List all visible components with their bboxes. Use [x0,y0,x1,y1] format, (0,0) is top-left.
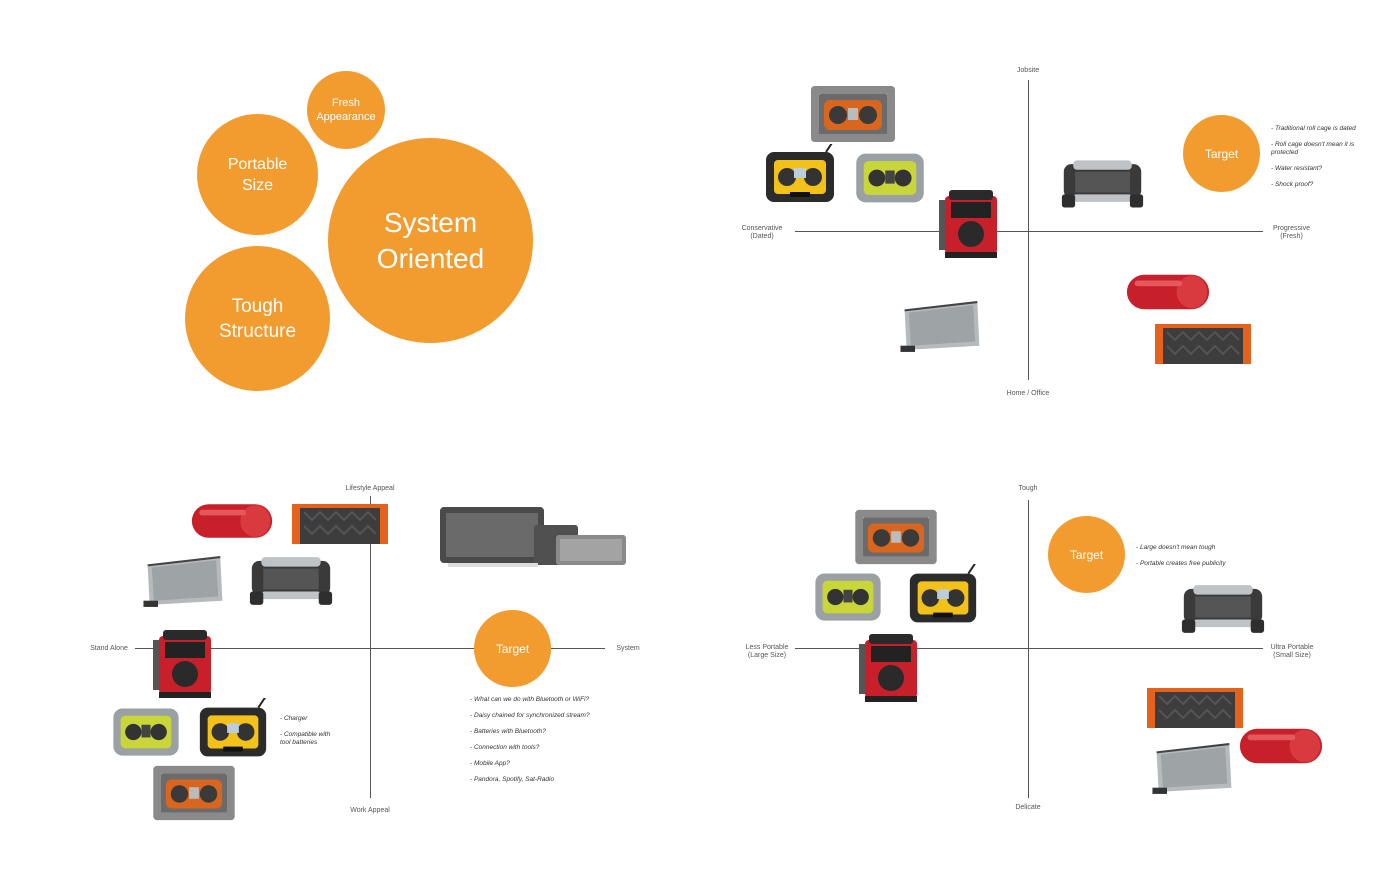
roll-cage-radio-icon [150,762,238,824]
soundlink-speaker-icon [1152,742,1236,796]
roll-cage-radio-icon [852,506,940,568]
note-item: - Daisy chained for synchronized stream? [470,712,590,719]
note-item: - Traditional roll cage is dated [1271,125,1356,132]
note-item: - What can we do with Bluetooth or WiFi? [470,696,590,703]
note-item: - Large doesn't mean tough [1136,544,1216,551]
ryobi-radio-icon [850,148,930,208]
bubble-portable-size: Portable Size [197,114,318,235]
sonos-system-icon [438,505,628,569]
target-notes: - Traditional roll cage is dated - Roll … [1271,125,1381,197]
horizontal-axis [795,648,1263,649]
pill-speaker-icon [190,500,274,542]
note-item: - Connection with tools? [470,744,540,751]
axis-label-bottom: Home / Office [1006,390,1050,397]
bubble-tough-structure: Tough Structure [185,246,330,391]
roll-cage-radio-icon [808,82,898,146]
vertical-axis [1028,500,1029,798]
target-notes: - Large doesn't mean tough - Portable cr… [1136,544,1256,576]
note-item: - Roll cage doesn't mean it is protected [1271,141,1355,156]
note-item: - Shock proof? [1271,181,1314,188]
vertical-axis [370,496,371,798]
axis-label-bottom: Work Appeal [350,807,390,814]
rugged-speaker-icon [1060,155,1145,211]
bubble-fresh-appearance: Fresh Appearance [307,71,385,149]
dewalt-radio-icon [904,564,982,630]
milwaukee-radio-icon [939,186,1003,260]
axis-label-top: Tough [1018,485,1038,492]
soundlink-speaker-icon [900,300,984,354]
axis-label-right: Progressive (Fresh) [1273,225,1310,240]
axis-label-left: Less Portable (Large Size) [745,644,789,659]
horizontal-axis [135,648,605,649]
jambox-speaker-icon [290,500,390,548]
jambox-speaker-icon [1153,322,1253,366]
pill-speaker-icon [1125,270,1211,314]
note-item: - Compatible with tool batteries [280,731,331,746]
dewalt-radio-icon [760,144,840,208]
note-item: - Mobile App? [470,760,510,767]
target-bubble: Target [1183,115,1260,192]
target-notes: - What can we do with Bluetooth or WiFi?… [470,696,630,792]
jambox-speaker-icon [1145,684,1245,732]
axis-label-top: Jobsite [1016,67,1040,74]
axis-label-bottom: Delicate [1015,804,1041,811]
rugged-speaker-icon [1180,580,1266,636]
axis-label-left: Stand Alone [90,645,128,652]
pill-speaker-icon [1238,724,1324,768]
milwaukee-radio-icon [858,630,924,704]
target-bubble: Target [474,610,551,687]
axis-label-left: Conservative (Dated) [741,225,783,240]
bubble-system-oriented: System Oriented [328,138,533,343]
rugged-speaker-icon [248,552,334,608]
note-item: - Charger [280,715,308,722]
note-item: - Batteries with Bluetooth? [470,728,546,735]
soundlink-speaker-icon [143,555,227,609]
dewalt-radio-icon [194,698,272,764]
axis-label-right: System [616,645,640,652]
note-item: - Pandora, Spotify, Sat-Radio [470,776,555,783]
horizontal-axis [795,231,1263,232]
milwaukee-radio-icon [152,626,218,700]
note-item: - Portable creates free publicity [1136,560,1226,567]
charger-notes: - Charger - Compatible with tool batteri… [280,715,360,755]
axis-label-top: Lifestyle Appeal [345,485,395,492]
note-item: - Water resistant? [1271,165,1323,172]
ryobi-radio-icon [106,703,186,761]
vertical-axis [1028,80,1029,380]
axis-label-right: Ultra Portable (Small Size) [1270,644,1314,659]
target-bubble: Target [1048,516,1125,593]
ryobi-radio-icon [808,568,888,626]
